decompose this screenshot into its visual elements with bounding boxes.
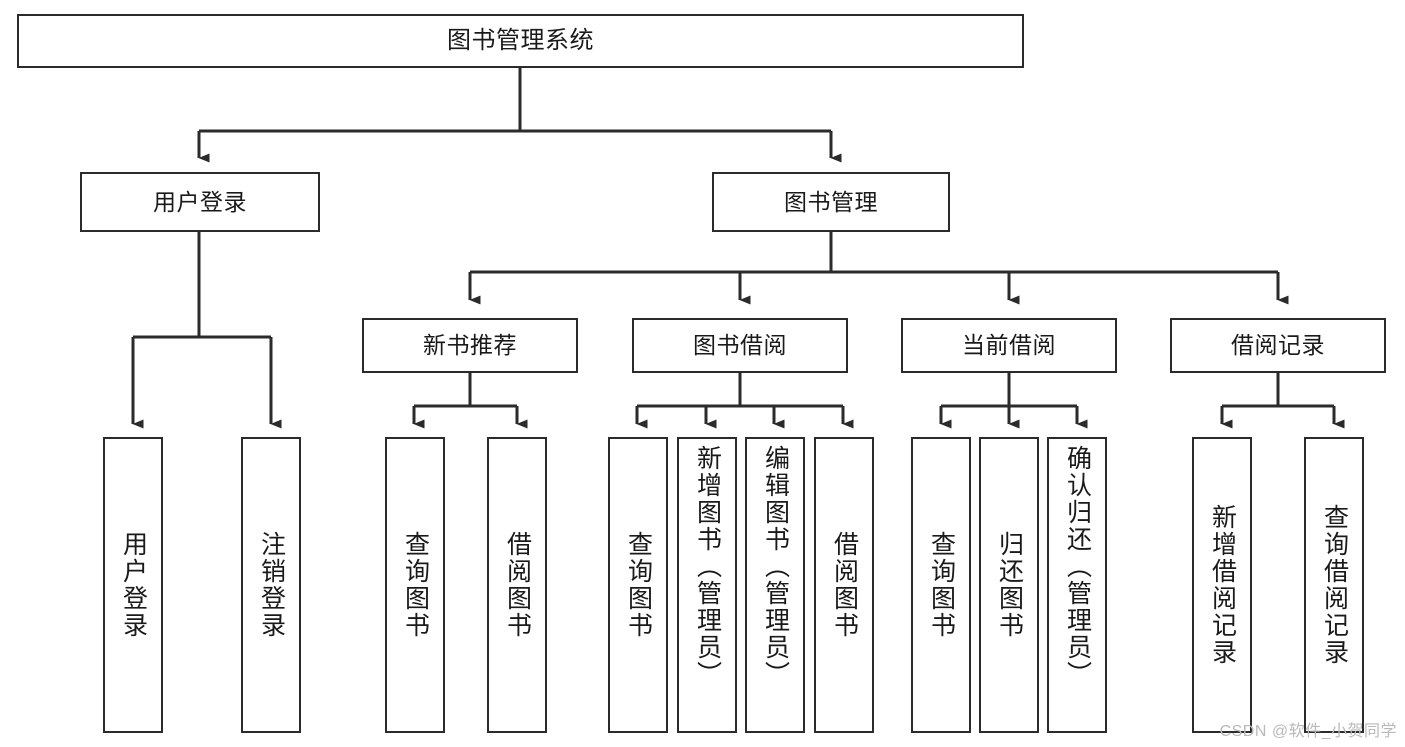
- node-leaf-confirm-return[interactable]: 确认归还（管理员）: [1047, 437, 1107, 733]
- node-root[interactable]: 图书管理系统: [17, 14, 1024, 68]
- node-leaf-query-book-2-label: 查询图书: [624, 531, 653, 639]
- node-leaf-logout[interactable]: 注销登录: [241, 437, 301, 733]
- node-book-manage-label: 图书管理: [784, 188, 878, 215]
- node-leaf-query-record[interactable]: 查询借阅记录: [1304, 437, 1364, 733]
- node-leaf-add-book-label: 新增图书（管理员）: [693, 445, 722, 688]
- node-leaf-query-book-1-label: 查询图书: [401, 531, 430, 639]
- node-leaf-add-record[interactable]: 新增借阅记录: [1192, 437, 1252, 733]
- node-leaf-borrow-book-2-label: 借阅图书: [830, 531, 859, 639]
- node-leaf-user-login-label: 用户登录: [119, 531, 148, 639]
- node-leaf-query-book-3-label: 查询图书: [927, 531, 956, 639]
- node-book-borrow-label: 图书借阅: [693, 332, 787, 359]
- node-leaf-edit-book-label: 编辑图书（管理员）: [761, 445, 790, 688]
- node-leaf-add-record-label: 新增借阅记录: [1208, 504, 1237, 666]
- node-leaf-query-book-1[interactable]: 查询图书: [385, 437, 445, 733]
- node-user-login-label: 用户登录: [153, 188, 247, 215]
- node-leaf-user-login[interactable]: 用户登录: [103, 437, 163, 733]
- node-current-borrow[interactable]: 当前借阅: [901, 318, 1117, 373]
- node-user-login[interactable]: 用户登录: [80, 172, 320, 232]
- node-leaf-return-book-label: 归还图书: [995, 531, 1024, 639]
- node-leaf-borrow-book-2[interactable]: 借阅图书: [814, 437, 874, 733]
- node-leaf-edit-book[interactable]: 编辑图书（管理员）: [745, 437, 805, 733]
- node-leaf-query-book-2[interactable]: 查询图书: [608, 437, 668, 733]
- node-leaf-borrow-book-1[interactable]: 借阅图书: [487, 437, 547, 733]
- node-leaf-add-book[interactable]: 新增图书（管理员）: [677, 437, 737, 733]
- node-book-manage[interactable]: 图书管理: [712, 172, 950, 232]
- node-borrow-record[interactable]: 借阅记录: [1170, 318, 1386, 373]
- node-current-borrow-label: 当前借阅: [962, 332, 1056, 359]
- node-leaf-confirm-return-label: 确认归还（管理员）: [1063, 445, 1092, 688]
- node-leaf-return-book[interactable]: 归还图书: [979, 437, 1039, 733]
- node-new-book-recommend-label: 新书推荐: [423, 332, 517, 359]
- node-leaf-borrow-book-1-label: 借阅图书: [503, 531, 532, 639]
- watermark-text: CSDN @软件_小贺同学: [1219, 723, 1397, 740]
- node-root-label: 图书管理系统: [447, 27, 594, 55]
- node-new-book-recommend[interactable]: 新书推荐: [362, 318, 578, 373]
- node-book-borrow[interactable]: 图书借阅: [632, 318, 848, 373]
- node-leaf-query-book-3[interactable]: 查询图书: [911, 437, 971, 733]
- node-borrow-record-label: 借阅记录: [1231, 332, 1325, 359]
- node-leaf-query-record-label: 查询借阅记录: [1320, 504, 1349, 666]
- node-leaf-logout-label: 注销登录: [257, 531, 286, 639]
